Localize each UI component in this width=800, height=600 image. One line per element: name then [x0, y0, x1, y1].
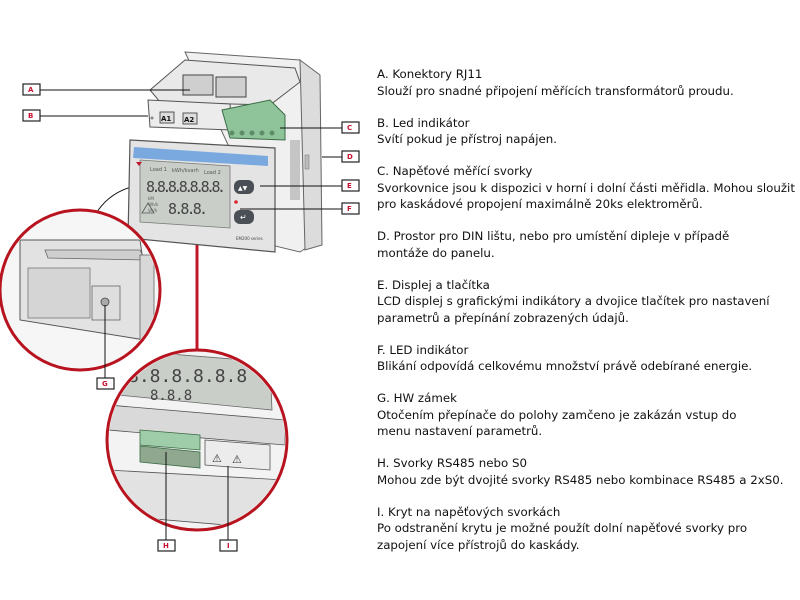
svg-text:A: A: [28, 86, 34, 94]
terminal-label-a1: A1: [161, 115, 171, 123]
lcd-display: [139, 159, 231, 229]
rj11-connector-2: [215, 76, 247, 98]
callout-i: I: [219, 539, 238, 552]
lcd-unit-2: Wh/k: [148, 202, 159, 207]
legend-description: Svítí pokud je přístroj napájen.: [377, 132, 557, 146]
callout-h: H: [157, 539, 176, 552]
lcd-digits-top: 8.8.8.8.8.8.8.: [146, 178, 226, 196]
terminal-label-a2: A2: [184, 116, 194, 124]
legend-title: I. Kryt na napěťových svorkách: [377, 504, 561, 519]
energy-led: [234, 200, 238, 204]
brand-logo-icon: [136, 162, 142, 166]
svg-text:I: I: [227, 542, 230, 550]
lcd-digits-bottom: 8.8.8.: [168, 200, 208, 218]
enter-icon: ↵: [240, 213, 247, 222]
lcd-label-load2: Load 2: [204, 170, 221, 176]
svg-text:8.8.8.8.8.8: 8.8.8.8.8.8: [128, 366, 247, 387]
legend-title: B. Led indikátor: [377, 115, 470, 130]
legend-item-d: D. Prostor pro DIN lištu, nebo pro umíst…: [377, 228, 797, 261]
lcd-label-load1: Load 1: [150, 167, 167, 173]
legend-item-i: I. Kryt na napěťových svorkách Po odstran…: [377, 504, 797, 554]
warning-triangle-icon: [141, 202, 155, 214]
model-label: EM200 series: [236, 236, 263, 241]
callout-b: B: [22, 109, 41, 122]
detail-hw-lock: [0, 208, 162, 372]
warning-triangle-icon-2: ⚠: [232, 453, 242, 466]
legend-description: LCD displej s grafickými indikátory a dv…: [377, 294, 770, 325]
legend-title: A. Konektory RJ11: [377, 67, 483, 81]
arrows-icon: ▲▼: [238, 185, 248, 192]
callout-g: G: [96, 377, 115, 390]
energy-meter-illustration: A1 A2 Load 1 kWh/kvarh Load 2 8.8.8.8.8.…: [0, 51, 360, 552]
terminal-cover: [204, 439, 271, 471]
legend-item-h: H. Svorky RS485 nebo S0 Mohou zde být dvo…: [377, 455, 797, 488]
svg-text:B: B: [28, 112, 33, 120]
svg-text:D: D: [347, 153, 353, 161]
callout-c: C: [341, 121, 360, 134]
callout-e: E: [341, 179, 360, 192]
svg-text:C: C: [347, 124, 352, 132]
svg-text:F: F: [347, 205, 352, 213]
legend-title: E. Displej a tlačítka: [377, 277, 490, 292]
svg-text:H: H: [163, 542, 169, 550]
legend-description: Svorkovnice jsou k dispozici v horní i d…: [377, 180, 795, 212]
legend-description: montáže do panelu.: [377, 245, 495, 260]
lock-switch-icon: [100, 297, 110, 307]
enter-button: [234, 210, 254, 224]
legend-title: G. HW zámek: [377, 391, 457, 405]
legend-description: Slouží pro snadné připojení měřících tra…: [377, 83, 734, 98]
legend-title: F. LED indikátor: [377, 342, 469, 357]
svg-text:8.8.8: 8.8.8: [150, 388, 192, 404]
svg-text:G: G: [102, 380, 108, 388]
warning-triangle-icon-1: ⚠: [212, 452, 222, 465]
energy-meter-device: A1 A2 Load 1 kWh/kvarh Load 2 8.8.8.8.8.…: [127, 51, 323, 253]
callout-a: A: [22, 83, 41, 96]
callout-d: D: [341, 150, 360, 163]
legend-title: D. Prostor pro DIN lištu, nebo pro umíst…: [377, 229, 730, 243]
legend-description: Mohou zde být dvojité svorky RS485 nebo …: [377, 472, 784, 487]
detail-bottom-terminals: 8.8.8.8.8.8 8.8.8 ⚠ ⚠: [105, 348, 289, 532]
svg-text:E: E: [347, 182, 352, 190]
lcd-label-kwh: kWh/kvarh: [172, 168, 199, 174]
legend-title: C. Napěťové měřící svorky: [377, 164, 533, 178]
legend-description: Po odstranění krytu je možné použít doln…: [377, 521, 748, 552]
power-led: [150, 116, 154, 120]
legend-title: H. Svorky RS485 nebo S0: [377, 456, 527, 470]
rj11-connector-1: [182, 74, 214, 96]
legend-description: Otočením přepínače do polohy zamčeno je …: [377, 407, 737, 439]
legend-description: Blikání odpovídá celkovému množství práv…: [377, 359, 753, 373]
lcd-unit-1: kM: [148, 196, 154, 201]
up-down-button: [234, 180, 254, 194]
callout-f: F: [341, 202, 360, 215]
